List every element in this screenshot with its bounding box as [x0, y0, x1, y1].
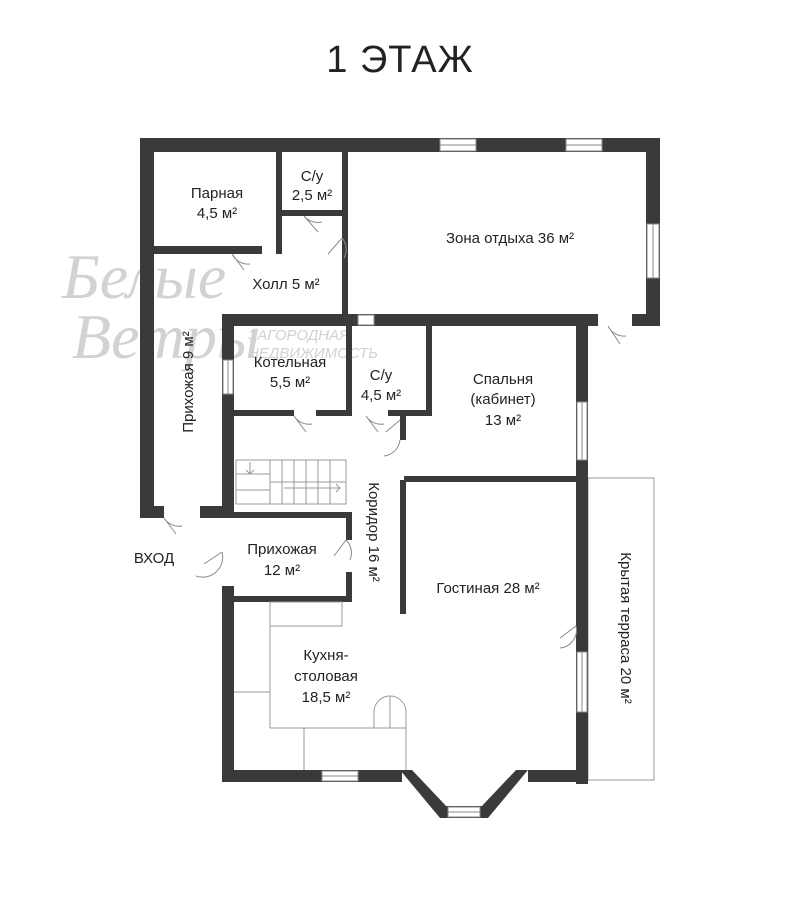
kitchen-line1: Кухня-: [303, 647, 348, 664]
watermark-line4: НЕДВИЖИМОСТЬ: [248, 345, 378, 362]
bedroom-line2: (кабинет): [470, 391, 535, 408]
doors: [163, 215, 627, 649]
wc1-area: 2,5 м²: [292, 187, 332, 204]
windows: [222, 138, 660, 818]
room-labels: Парная 4,5 м² С/у 2,5 м² Зона отдыха 36 …: [134, 168, 634, 706]
wc1-name: С/у: [301, 168, 324, 185]
boiler-name: Котельная: [254, 354, 327, 371]
lounge-label: Зона отдыха 36 м²: [446, 230, 574, 247]
terrace-label: Крытая терраса 20 м²: [617, 552, 634, 703]
boiler-area: 5,5 м²: [270, 374, 310, 391]
vestibule-area: 12 м²: [264, 562, 300, 579]
sauna-name: Парная: [191, 185, 243, 202]
wc2-name: С/у: [370, 367, 393, 384]
living-label: Гостиная 28 м²: [436, 580, 539, 597]
staircase: [235, 459, 347, 505]
kitchen-line2: столовая: [294, 668, 358, 685]
vestibule-name: Прихожая: [247, 541, 317, 558]
vestibule-left-label: Прихожая 9 м²: [180, 331, 197, 433]
corridor-label: Коридор 16 м²: [365, 482, 382, 582]
watermark: Белые Ветры ЗАГОРОДНАЯ НЕДВИЖИМОСТЬ: [61, 241, 378, 372]
kitchen-area: 18,5 м²: [302, 689, 351, 706]
entrance-label: ВХОД: [134, 550, 174, 567]
sauna-area: 4,5 м²: [197, 205, 237, 222]
bedroom-line1: Спальня: [473, 371, 533, 388]
floor-title: 1 ЭТАЖ: [326, 39, 473, 81]
wc2-area: 4,5 м²: [361, 387, 401, 404]
kitchen-fittings: [234, 601, 407, 770]
hall-label: Холл 5 м²: [252, 276, 319, 293]
interior-walls: [154, 152, 576, 614]
watermark-line3: ЗАГОРОДНАЯ: [248, 327, 350, 344]
bedroom-area: 13 м²: [485, 412, 521, 429]
